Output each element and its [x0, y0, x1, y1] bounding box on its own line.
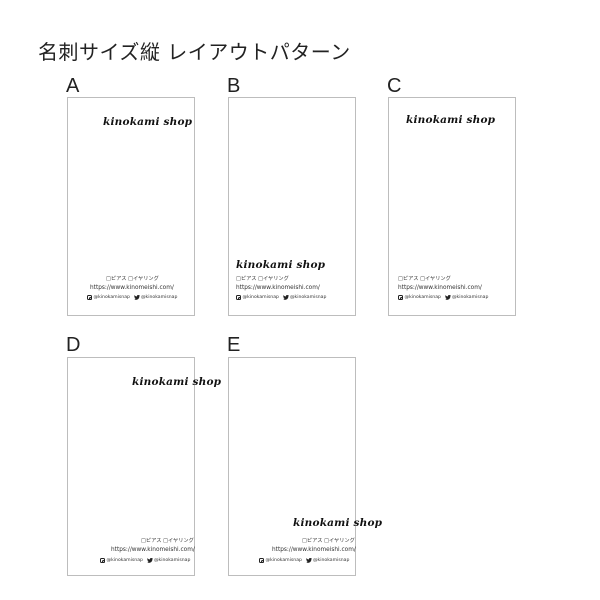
page-title: 名刺サイズ縦 レイアウトパターン	[38, 40, 351, 64]
website-url: https://www.kinomeishi.com/	[272, 547, 356, 553]
card-c: kinokami shop □ピアス □イヤリング https://www.ki…	[388, 97, 516, 316]
card-label-b: B	[227, 75, 241, 97]
instagram-icon	[398, 295, 404, 301]
card-label-a: A	[66, 75, 80, 97]
instagram-icon	[259, 558, 265, 564]
twitter-handle: @kinokamisnap	[140, 295, 178, 300]
twitter-handle: @kinokamisnap	[289, 295, 327, 300]
shop-logo: kinokami shop	[236, 259, 326, 271]
card-label-c: C	[387, 75, 402, 97]
social-row: @kinokamisnap @kinokamisnap	[87, 294, 178, 301]
twitter-icon	[133, 294, 140, 300]
shop-logo: kinokami shop	[406, 114, 496, 126]
instagram-icon	[236, 295, 242, 301]
website-url: https://www.kinomeishi.com/	[236, 285, 320, 291]
twitter-icon	[146, 557, 153, 563]
social-row: @kinokamisnap @kinokamisnap	[100, 557, 191, 564]
website-url: https://www.kinomeishi.com/	[90, 285, 174, 291]
website-url: https://www.kinomeishi.com/	[111, 547, 195, 553]
instagram-handle: @kinokamisnap	[106, 558, 143, 563]
card-label-d: D	[66, 334, 81, 356]
instagram-handle: @kinokamisnap	[404, 295, 441, 300]
twitter-handle: @kinokamisnap	[451, 295, 489, 300]
twitter-icon	[444, 294, 451, 300]
product-items: □ピアス □イヤリング	[302, 538, 355, 544]
product-items: □ピアス □イヤリング	[236, 276, 289, 282]
social-row: @kinokamisnap @kinokamisnap	[259, 557, 350, 564]
twitter-handle: @kinokamisnap	[153, 558, 191, 563]
card-label-e: E	[227, 334, 241, 356]
shop-logo: kinokami shop	[103, 116, 193, 128]
product-items: □ピアス □イヤリング	[398, 276, 451, 282]
card-d: kinokami shop □ピアス □イヤリング https://www.ki…	[67, 357, 221, 576]
instagram-icon	[87, 295, 93, 301]
shop-logo: kinokami shop	[293, 517, 383, 529]
twitter-icon	[282, 294, 289, 300]
shop-logo: kinokami shop	[132, 376, 222, 388]
card-a: kinokami shop □ピアス □イヤリング https://www.ki…	[67, 97, 195, 316]
twitter-icon	[305, 557, 312, 563]
card-e: kinokami shop □ピアス □イヤリング https://www.ki…	[228, 357, 382, 576]
card-b: kinokami shop □ピアス □イヤリング https://www.ki…	[228, 97, 356, 316]
social-row: @kinokamisnap @kinokamisnap	[398, 294, 489, 301]
instagram-handle: @kinokamisnap	[265, 558, 302, 563]
product-items: □ピアス □イヤリング	[141, 538, 194, 544]
social-row: @kinokamisnap @kinokamisnap	[236, 294, 327, 301]
product-items: □ピアス □イヤリング	[106, 276, 159, 282]
twitter-handle: @kinokamisnap	[312, 558, 350, 563]
website-url: https://www.kinomeishi.com/	[398, 285, 482, 291]
instagram-icon	[100, 558, 106, 564]
instagram-handle: @kinokamisnap	[93, 295, 130, 300]
instagram-handle: @kinokamisnap	[242, 295, 279, 300]
